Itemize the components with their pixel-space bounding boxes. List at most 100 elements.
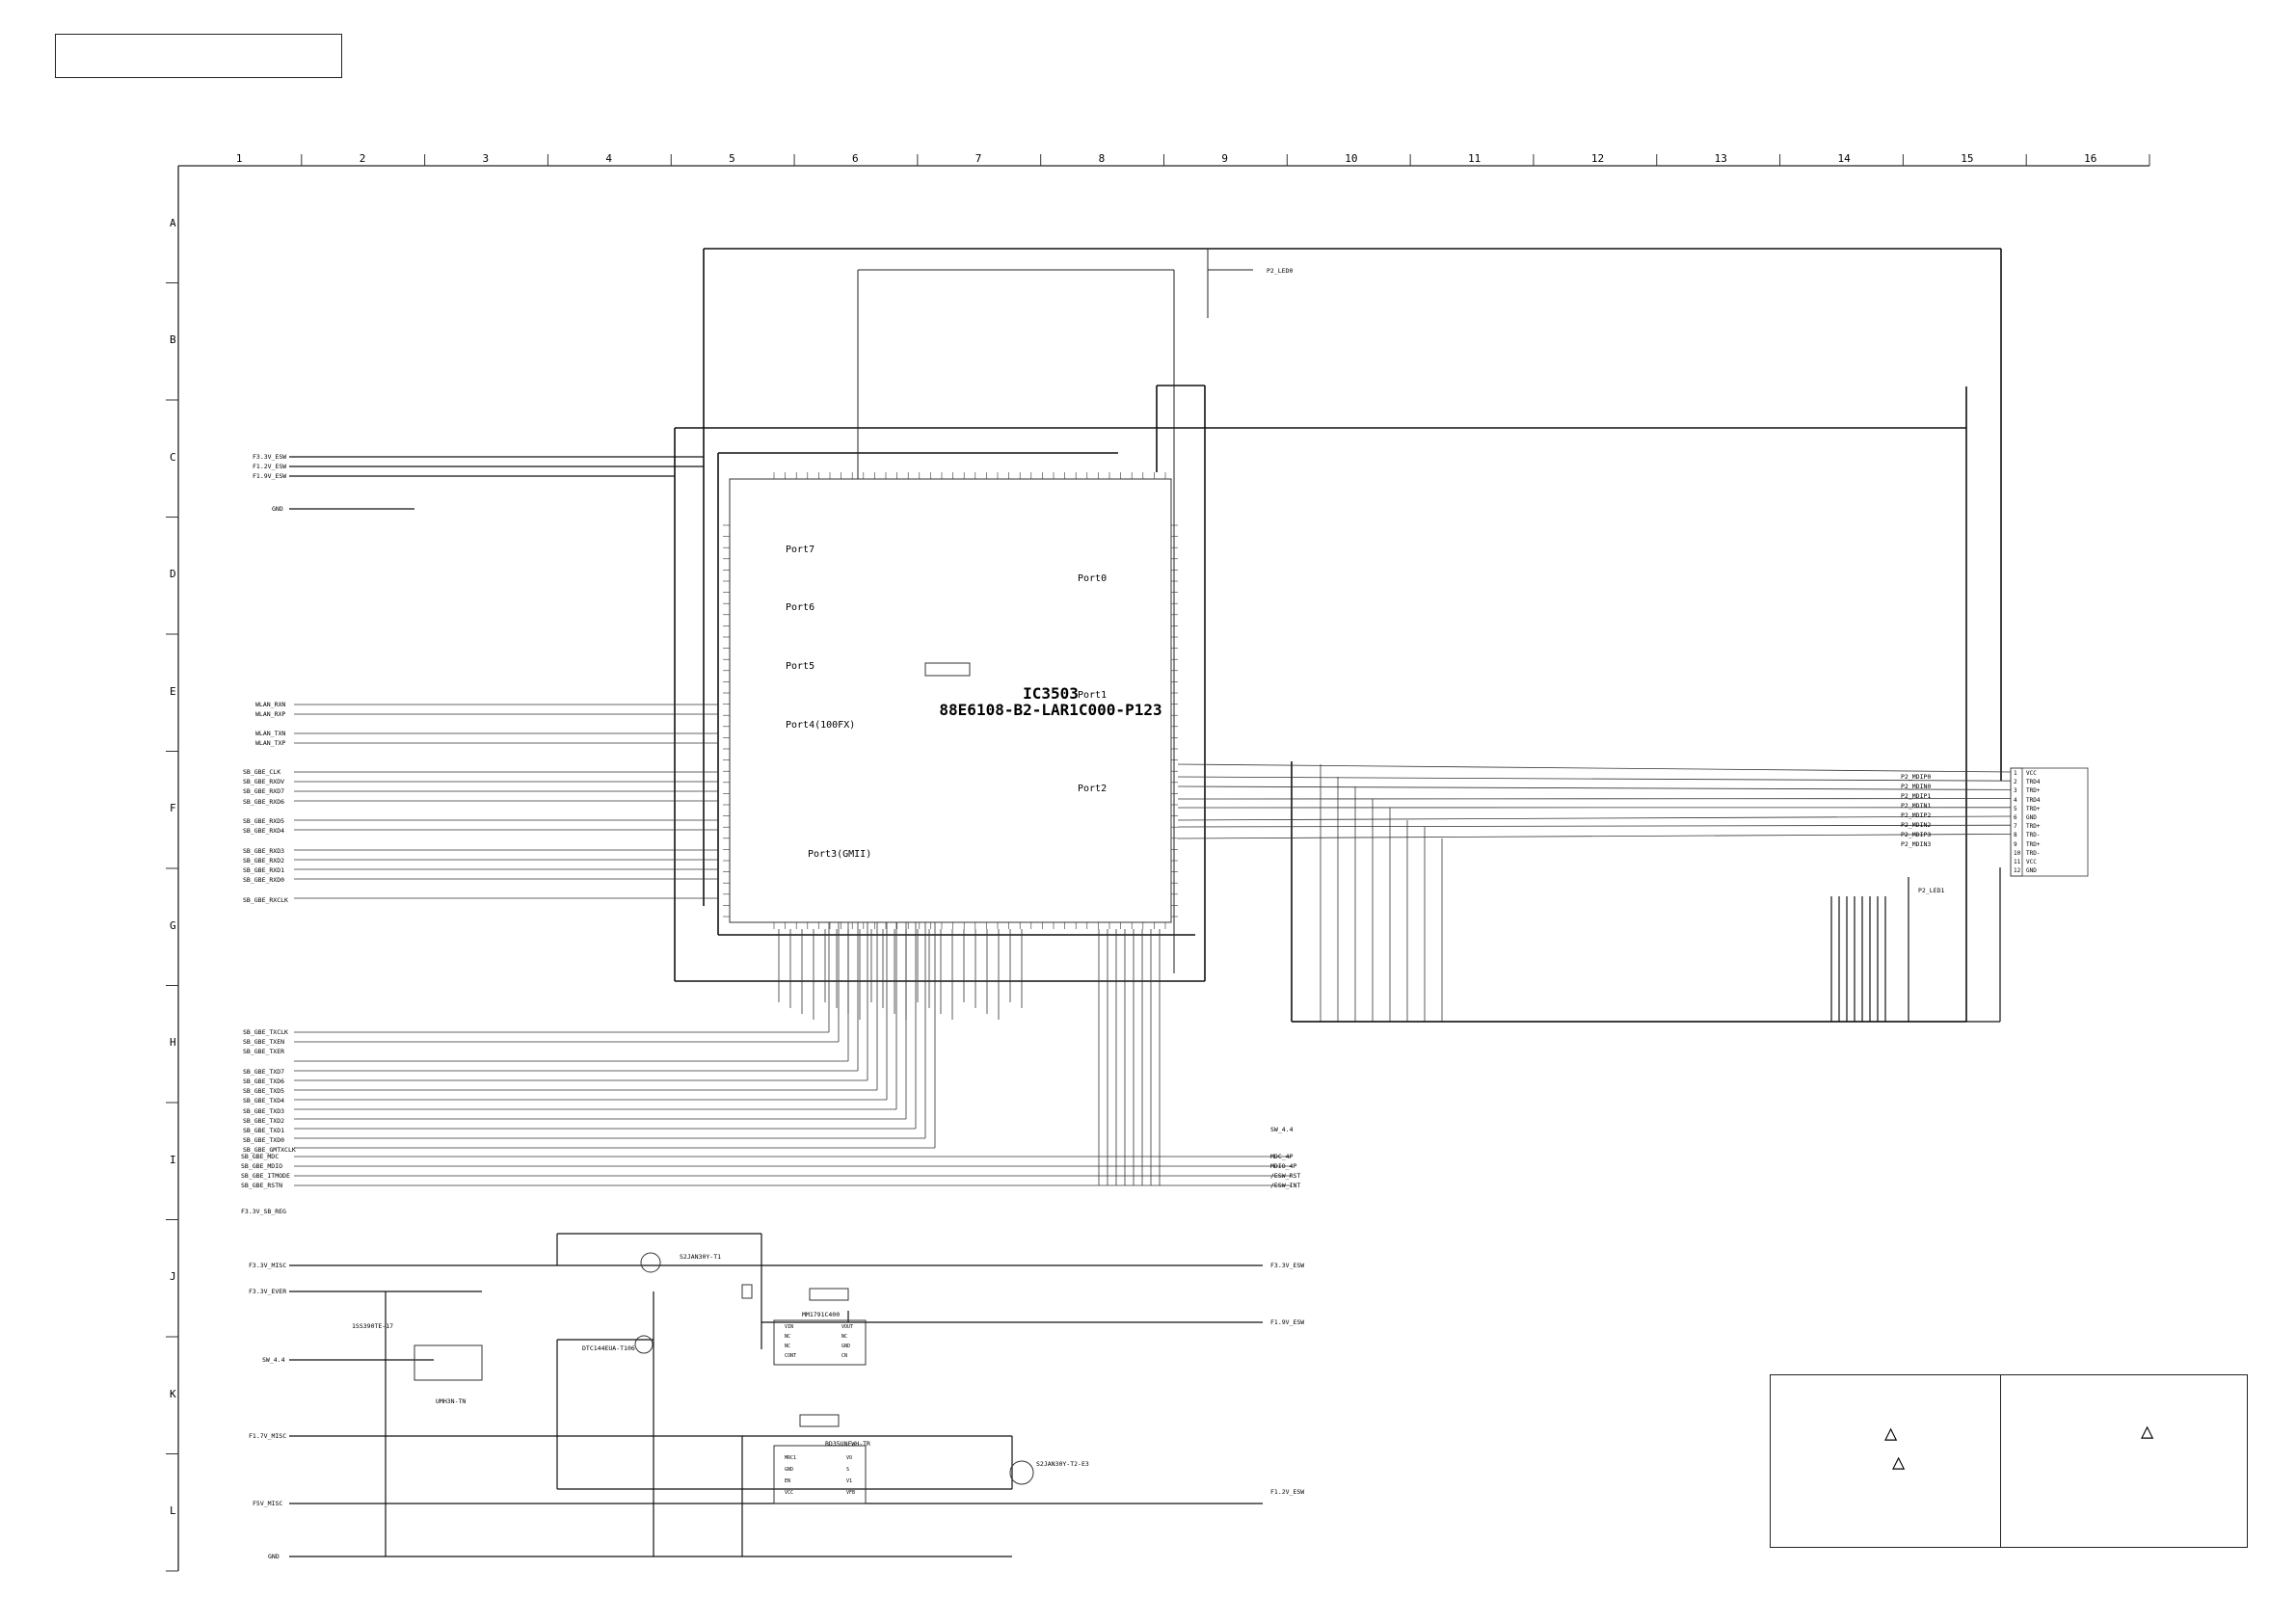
regulator-pin: EN bbox=[785, 1478, 791, 1484]
net-wlan-rxn: WLAN_RXN bbox=[255, 701, 286, 708]
connector-pin-number: 3 bbox=[2014, 787, 2017, 795]
ic-part-number: 88E6108-B2-LAR1C000-P123 bbox=[939, 701, 1162, 719]
column-number: 11 bbox=[1468, 152, 1482, 165]
row-letter: C bbox=[170, 450, 176, 464]
connector-pin-label: TRD4 bbox=[2026, 796, 2041, 804]
net-f19v-esw: F1.9V_ESW bbox=[253, 472, 287, 480]
port-label-2: Port2 bbox=[1078, 784, 1108, 794]
connector-pin-label: TRD- bbox=[2026, 849, 2041, 857]
column-number: 4 bbox=[605, 152, 612, 165]
regulator-pin: GND bbox=[785, 1467, 794, 1473]
part-q2: DTC144EUA-T106 bbox=[582, 1344, 635, 1352]
row-letter: I bbox=[170, 1153, 176, 1166]
connector-pin-label: TRD+ bbox=[2026, 823, 2041, 831]
connector-pin-number: 7 bbox=[2014, 823, 2017, 831]
regulator-pin: VFB bbox=[846, 1490, 856, 1496]
part-q1: S2JAN30Y-T1 bbox=[680, 1253, 722, 1261]
connector-pin-number: 1 bbox=[2014, 770, 2017, 777]
connector-pin-number: 5 bbox=[2014, 805, 2017, 812]
regulator-pin: VCC bbox=[785, 1490, 794, 1496]
net-sb-gbe-rx: SB_GBE_RXD7 bbox=[243, 787, 285, 796]
net-sb-gbe-rx: SB_GBE_CLK bbox=[243, 768, 281, 776]
net-out-f12v-esw: F1.2V_ESW bbox=[1270, 1488, 1305, 1496]
net-sb-gbe-tx: SB_GBE_GMTXCLK bbox=[243, 1146, 296, 1155]
warning-triangle-icon: △ bbox=[1892, 1450, 1906, 1475]
net-sb-gbe-mgmt: SB_GBE_MDIO bbox=[241, 1162, 283, 1170]
net-f33v-ever: F3.3V_EVER bbox=[249, 1288, 287, 1295]
regulator-pin: S bbox=[846, 1467, 850, 1473]
net-wlan-txp: WLAN_TXP bbox=[255, 739, 286, 747]
net-wlan-rxp: WLAN_RXP bbox=[255, 710, 286, 718]
connector-pin-label: TRD4 bbox=[2026, 779, 2041, 786]
net-sb-gbe-mgmt: SB_GBE_ITMODE bbox=[241, 1172, 290, 1180]
net-sb-gbe-tx: SB_GBE_TXD6 bbox=[243, 1078, 285, 1085]
column-number: 13 bbox=[1714, 152, 1727, 165]
net-f17v-misc: F1.7V_MISC bbox=[249, 1432, 287, 1440]
net-sb-gbe-rx: SB_GBE_RXD3 bbox=[243, 846, 285, 855]
net-right-bottom: /ESW_RST bbox=[1270, 1172, 1301, 1180]
net-sb-gbe-tx: SB_GBE_TXD2 bbox=[243, 1116, 285, 1125]
connector-pin-label: TRD+ bbox=[2026, 805, 2041, 812]
row-letter: J bbox=[170, 1270, 176, 1284]
net-sb-gbe-mgmt: SB_GBE_MDC bbox=[241, 1153, 280, 1160]
regulator-pin: CONT bbox=[785, 1353, 797, 1359]
row-letter: A bbox=[170, 216, 176, 229]
net-sb-gbe-rx: SB_GBE_RXD5 bbox=[243, 817, 285, 825]
column-number: 12 bbox=[1590, 152, 1605, 165]
net-sb-gbe-rx: SB_GBE_RXD4 bbox=[243, 827, 285, 836]
warning-triangle-icon: △ bbox=[2141, 1420, 2154, 1444]
regulator-pin: VIN bbox=[785, 1324, 794, 1330]
regulator-pin: CN bbox=[841, 1353, 848, 1359]
row-letter: H bbox=[170, 1036, 176, 1050]
regulator-pin: VOUT bbox=[841, 1324, 854, 1330]
row-letter: D bbox=[170, 568, 176, 581]
column-number: 8 bbox=[1098, 152, 1106, 165]
connector-pin-number: 11 bbox=[2014, 859, 2021, 865]
net-right-bottom: MDIO_4P bbox=[1270, 1162, 1297, 1170]
net-out-f19v-esw: F1.9V_ESW bbox=[1270, 1318, 1305, 1326]
column-number: 16 bbox=[2084, 152, 2097, 165]
net-sb-gbe-tx: SB_GBE_TXD4 bbox=[243, 1097, 285, 1105]
net-sb-gbe-rx: SB_GBE_RXD1 bbox=[243, 866, 285, 874]
connector-pin-label: GND bbox=[2026, 814, 2037, 821]
net-right-bottom: /ESW_INT bbox=[1270, 1182, 1301, 1189]
net-gnd: GND bbox=[272, 505, 283, 513]
connector-pin-label: VCC bbox=[2026, 770, 2037, 777]
net-p2-led1: P2_LED1 bbox=[1918, 887, 1945, 894]
column-number: 6 bbox=[851, 152, 859, 165]
net-sb-gbe-tx: SB_GBE_TXD7 bbox=[243, 1067, 285, 1076]
row-letter: L bbox=[170, 1504, 176, 1518]
port-label-6: Port6 bbox=[786, 602, 815, 613]
connector-pin-number: 4 bbox=[2014, 796, 2017, 804]
port-label-7: Port7 bbox=[786, 545, 815, 555]
net-sb-gbe-tx: SB_GBE_TXD5 bbox=[243, 1087, 285, 1096]
column-number: 3 bbox=[482, 152, 490, 165]
net-sb-gbe-tx: SB_GBE_TXD3 bbox=[243, 1106, 285, 1115]
net-sb-gbe-tx: SB_GBE_TXD0 bbox=[243, 1136, 285, 1145]
port-label-0: Port0 bbox=[1078, 573, 1108, 584]
regulator-pin: V1 bbox=[846, 1478, 853, 1484]
connector-pin-number: 10 bbox=[2014, 849, 2021, 857]
regulator-pin: GND bbox=[841, 1344, 851, 1349]
connector-pin-label: TRD+ bbox=[2026, 840, 2041, 848]
connector-pin-label: VCC bbox=[2026, 859, 2037, 865]
net-p2-mdi: P2_MDIP3 bbox=[1901, 831, 1932, 838]
net-sb-gbe-rx: SB_GBE_RXD6 bbox=[243, 797, 285, 806]
net-sb-gbe-rx: SB_GBE_RXD0 bbox=[243, 876, 285, 885]
net-f33v-esw: F3.3V_ESW bbox=[253, 453, 287, 461]
port-label-1: Port1 bbox=[1078, 690, 1108, 701]
column-number: 14 bbox=[1837, 152, 1851, 165]
connector-pin-number: 12 bbox=[2014, 867, 2021, 875]
net-p2-mdi: P2_MDIN1 bbox=[1901, 802, 1932, 810]
column-number: 9 bbox=[1221, 152, 1229, 165]
net-sb-gbe-tx: SB_GBE_TXD1 bbox=[243, 1127, 285, 1134]
column-number: 10 bbox=[1345, 152, 1358, 165]
regulator-pin: MRC1 bbox=[785, 1455, 797, 1461]
regulator-pin: NC bbox=[841, 1334, 848, 1340]
connector-pin-label: TRD+ bbox=[2026, 787, 2041, 795]
net-p2-mdi: P2_MDIN2 bbox=[1901, 821, 1932, 829]
net-f33v-misc: F3.3V_MISC bbox=[249, 1262, 287, 1269]
connector-pin-label: TRD- bbox=[2026, 832, 2041, 839]
net-p2-mdi: P2_MDIP0 bbox=[1901, 773, 1932, 781]
